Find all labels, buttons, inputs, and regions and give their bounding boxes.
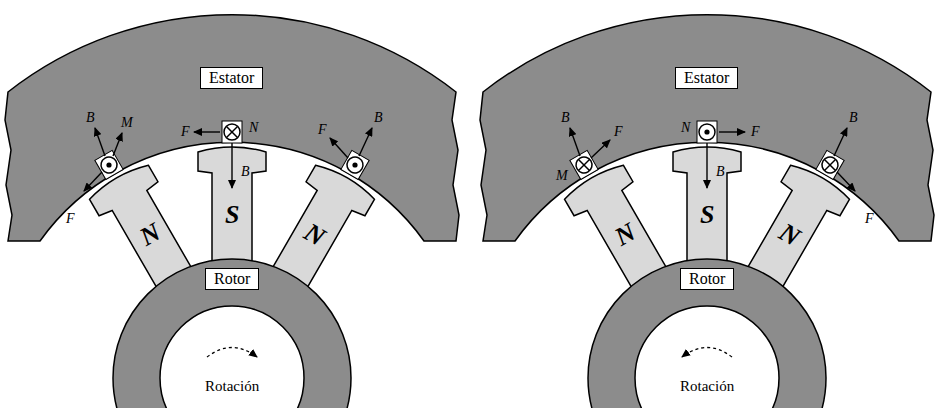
rotation-label: Rotación (205, 378, 259, 395)
vector-arrows (84, 128, 855, 191)
rotation-arrow (207, 348, 732, 358)
vector-label: N (249, 120, 258, 135)
vector-label: B (561, 110, 570, 125)
rotor-pole: S (225, 202, 239, 228)
vector-label: F (751, 124, 760, 139)
current-in (579, 160, 590, 171)
node-text: S (700, 200, 714, 229)
vector-label: M (121, 115, 133, 130)
node-text: S (225, 200, 239, 229)
rotor-label: Rotor (680, 268, 734, 290)
current-in (227, 127, 238, 138)
current-out (352, 162, 357, 167)
motor-right (480, 15, 934, 408)
rotor-pole: S (700, 202, 714, 228)
vector-label: B (849, 110, 858, 125)
vector-label: B (241, 164, 250, 179)
stator-label: Estator (200, 67, 263, 89)
stator-label: Estator (675, 67, 738, 89)
current-out (704, 129, 709, 134)
rotation-label: Rotación (680, 378, 734, 395)
node-text: Estator (684, 69, 729, 86)
motor-left (5, 15, 459, 408)
vector-label: N (681, 120, 690, 135)
node-text: Estator (209, 69, 254, 86)
vector-label: M (556, 168, 568, 183)
vector-label: F (66, 211, 75, 226)
node-text: Rotor (689, 270, 725, 287)
current-in (825, 160, 836, 171)
vector-label: B (716, 164, 725, 179)
rotor-label: Rotor (205, 268, 259, 290)
current-out (106, 162, 111, 167)
vector-label: B (374, 110, 383, 125)
vector-label: F (614, 124, 623, 139)
node-text: Rotor (214, 270, 250, 287)
vector-label: F (865, 211, 874, 226)
vector-label: F (318, 122, 327, 137)
vector-label: B (86, 110, 95, 125)
vector-label: F (181, 124, 190, 139)
